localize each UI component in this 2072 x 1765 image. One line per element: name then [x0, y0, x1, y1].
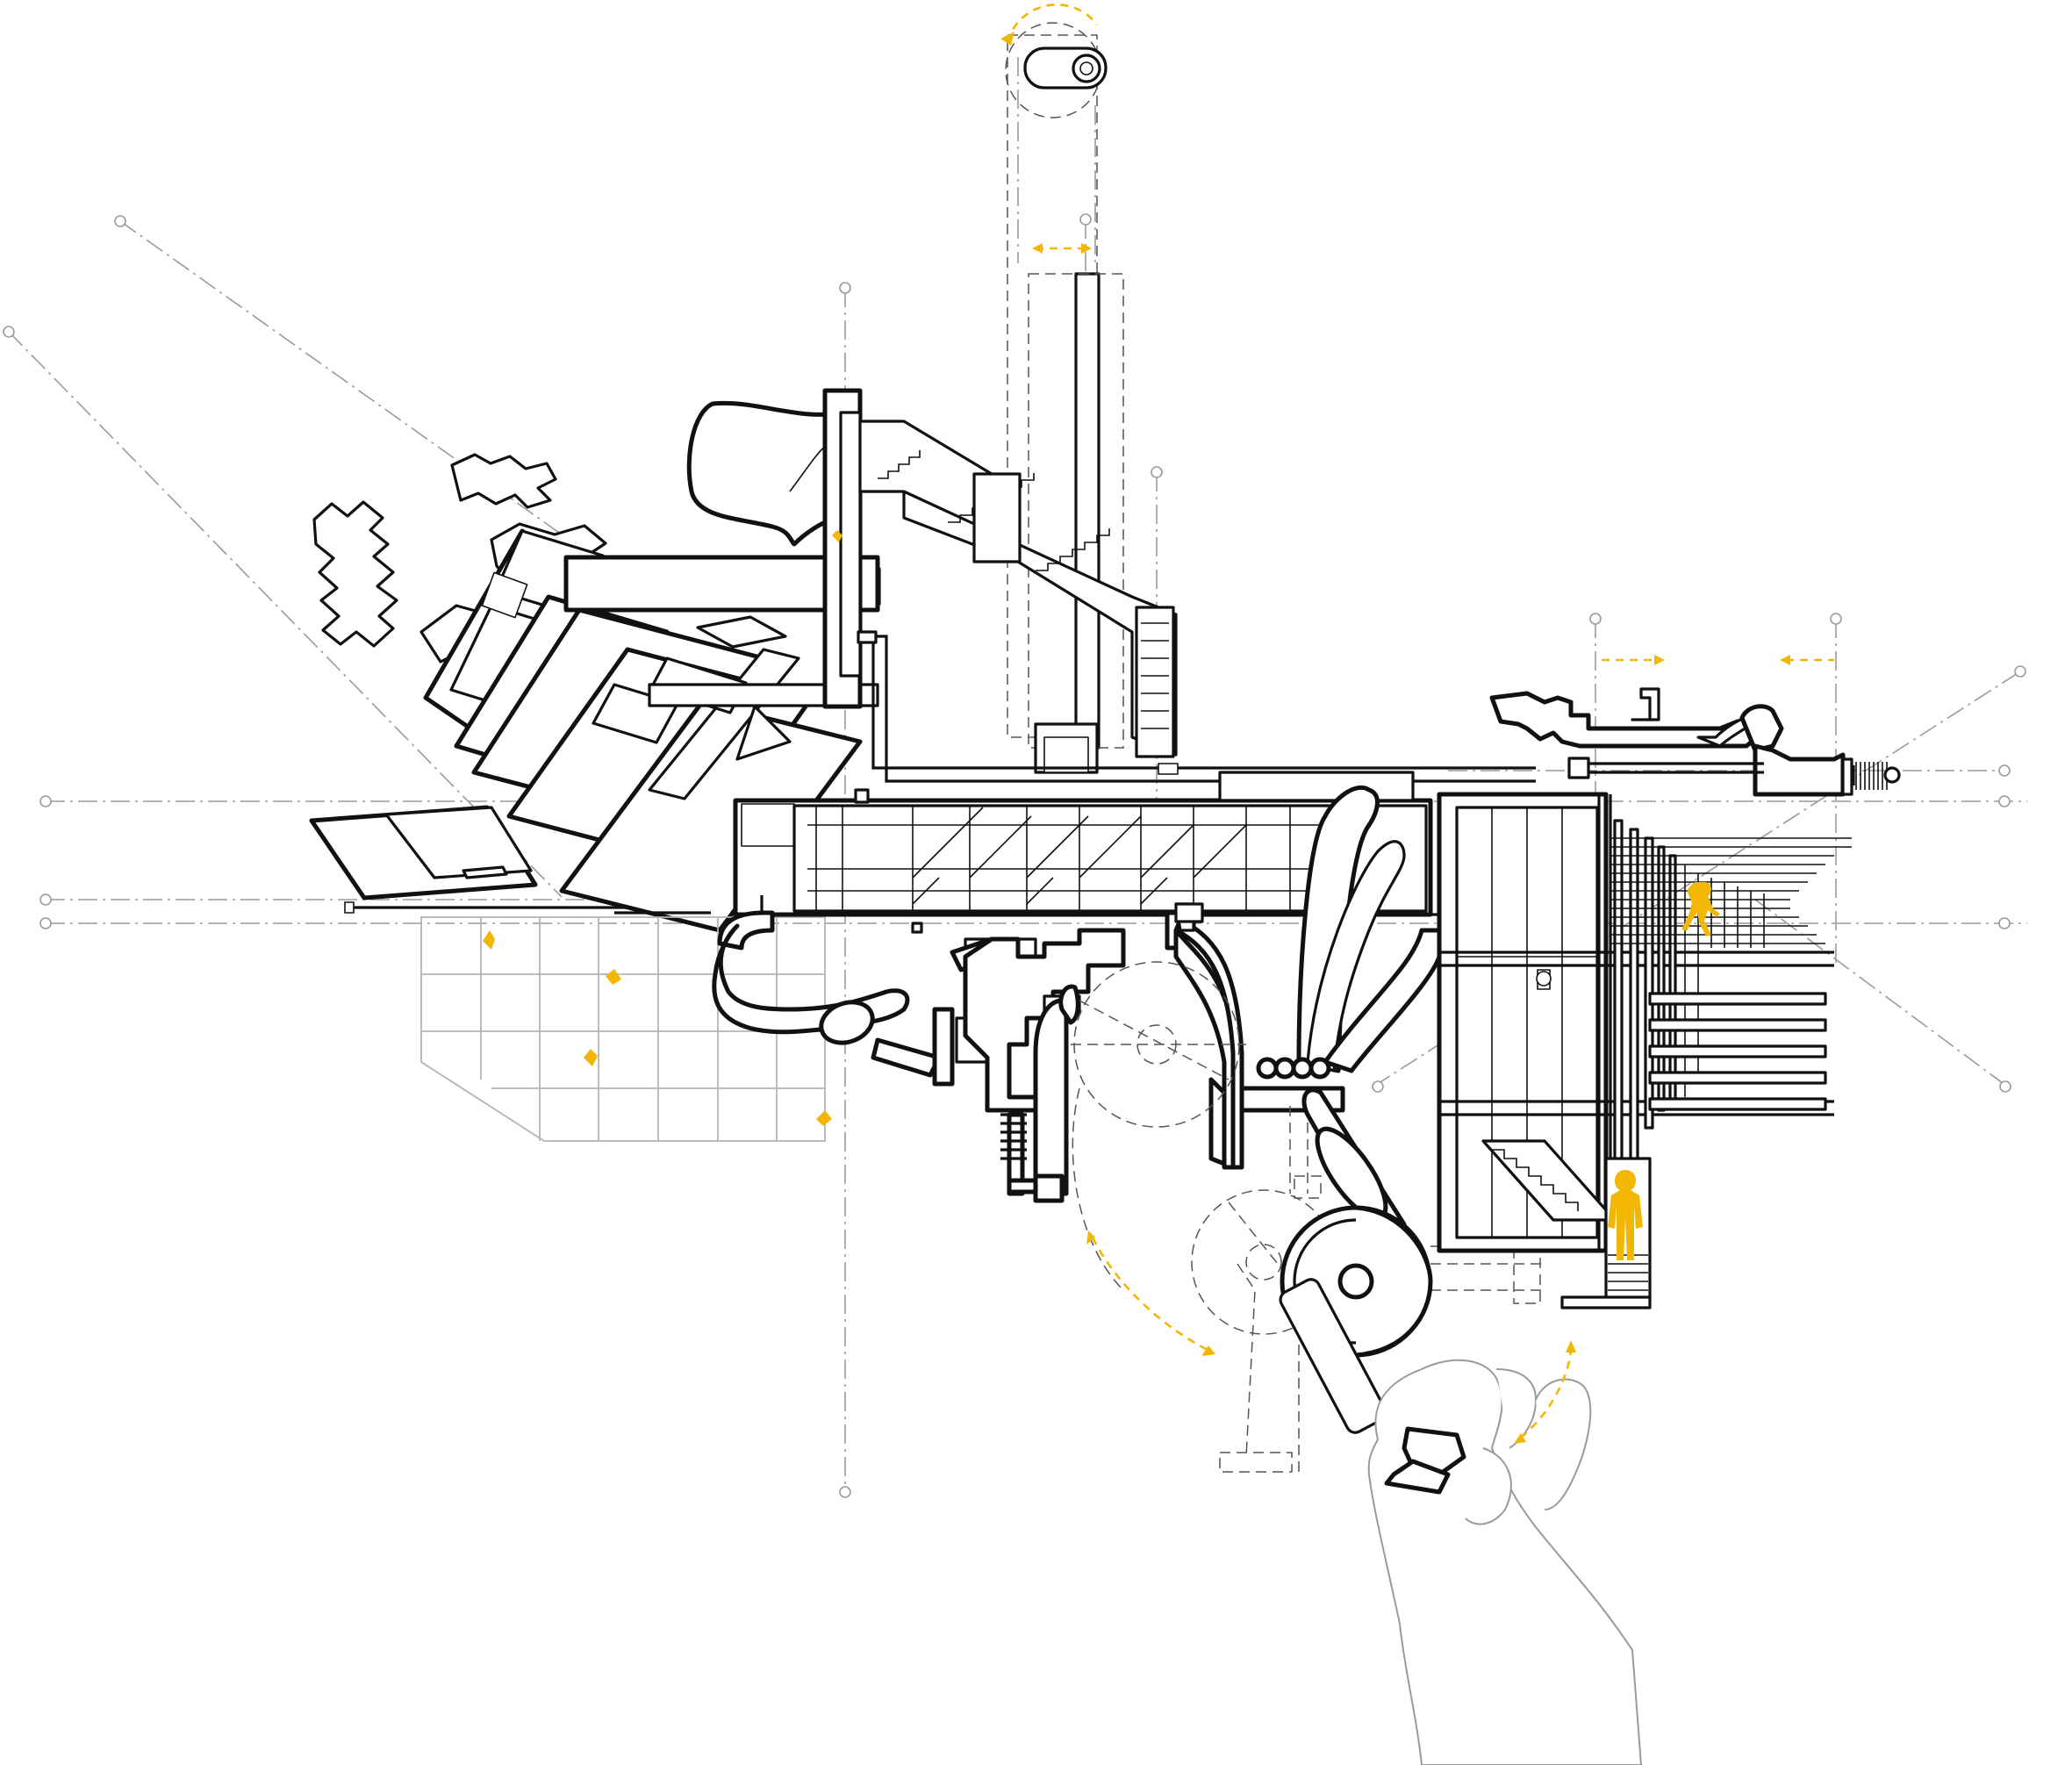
axis-node — [2014, 665, 2026, 678]
axis-node — [39, 795, 52, 807]
pipe-network — [717, 785, 1442, 1170]
construction-axes — [3, 57, 2028, 1498]
rotation-arrow-icon — [1006, 4, 1099, 43]
axis-node — [1151, 466, 1163, 478]
scaffold-structure — [1437, 792, 1852, 1309]
top-crank-assembly — [1000, 4, 1124, 750]
axis-node — [1589, 613, 1602, 625]
axis-node — [839, 1486, 851, 1498]
axis-node — [1998, 764, 2011, 777]
axis-node — [1998, 917, 2011, 929]
left-slabs — [309, 805, 711, 915]
axis-node — [114, 215, 126, 227]
ghost-grid-platform — [420, 916, 832, 1142]
axis-node — [839, 282, 851, 294]
ghost-rotation-circles — [1071, 961, 1545, 1474]
axis-node — [1830, 613, 1842, 625]
axis-node — [1999, 1080, 2011, 1093]
central-mechanism — [963, 902, 1244, 1203]
stepped-block-cluster — [312, 453, 881, 933]
axis-node — [3, 326, 15, 338]
crank-wheel-assembly — [1086, 1087, 1643, 1765]
tower-accents — [854, 630, 1179, 804]
axis-node — [1998, 795, 2011, 807]
axis-node — [1079, 213, 1092, 226]
top-right-piping — [1489, 655, 1901, 797]
walking-person-figure — [1681, 882, 1720, 936]
stair-tower — [686, 388, 1178, 774]
standing-person-figure — [1608, 1170, 1643, 1260]
axis-node — [1372, 1080, 1384, 1093]
axis-node — [39, 893, 52, 906]
axis-node — [39, 917, 52, 929]
